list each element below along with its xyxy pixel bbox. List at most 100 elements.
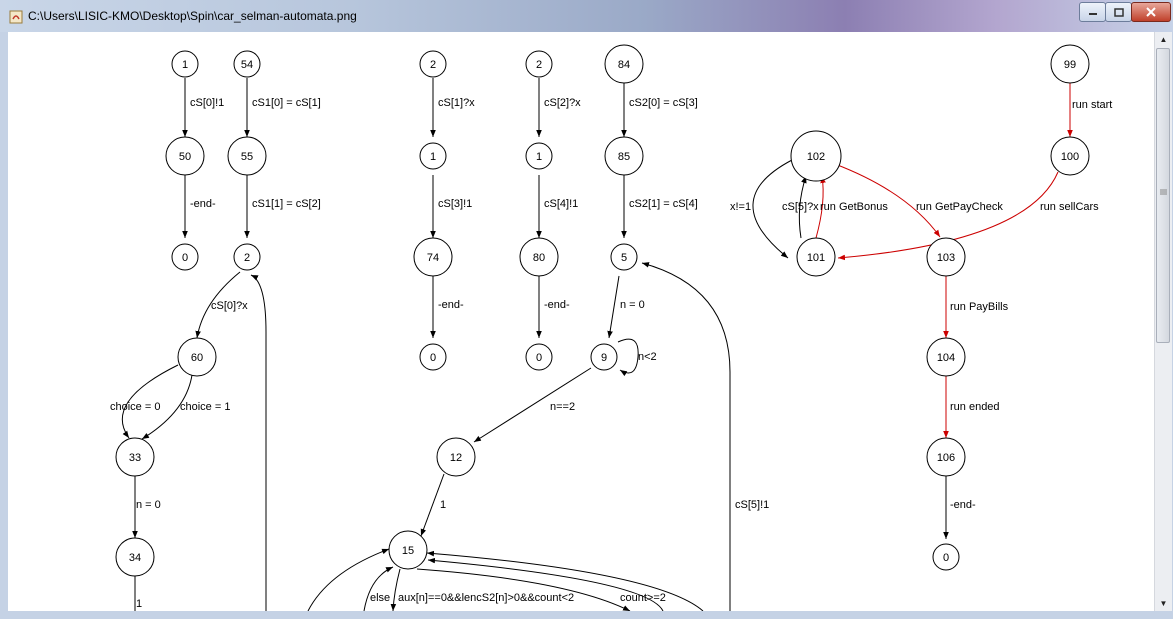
state-circle	[790, 130, 842, 182]
state-circle	[171, 50, 199, 78]
edge-label: n = 0	[136, 499, 161, 511]
state-label: 33	[129, 452, 141, 464]
state-circle	[115, 437, 155, 477]
state-label: 0	[536, 352, 542, 364]
state-node-34: 34	[115, 537, 155, 577]
edge-label: else	[370, 592, 390, 604]
state-node-103: 103	[926, 237, 966, 277]
scroll-down-arrow-icon[interactable]: ▼	[1159, 599, 1168, 608]
state-label: 74	[427, 252, 439, 264]
edge-label: -end-	[190, 198, 216, 210]
state-node-85: 85	[604, 136, 644, 176]
edge-101-102-black	[798, 175, 807, 239]
title-bar[interactable]: C:\Users\LISIC-KMO\Desktop\Spin\car_selm…	[0, 0, 1173, 32]
state-node-2: 2	[419, 50, 447, 78]
state-node-100: 100	[1050, 136, 1090, 176]
state-label: 100	[1061, 151, 1079, 163]
edge-label: 1	[440, 499, 446, 511]
state-circle	[227, 136, 267, 176]
state-node-1: 1	[171, 50, 199, 78]
edge-label: run ended	[950, 401, 1000, 413]
state-label: 15	[402, 545, 414, 557]
scroll-up-arrow-icon[interactable]: ▲	[1159, 35, 1168, 44]
edge-label: cS[0]!1	[190, 97, 224, 109]
state-label: 102	[807, 151, 825, 163]
vertical-scrollbar[interactable]: ▲ ▼	[1154, 32, 1172, 611]
edge-102-101-xne1	[752, 159, 793, 259]
state-label: 104	[937, 352, 955, 364]
edge-label: run GetBonus	[820, 201, 888, 213]
state-label: 2	[536, 59, 542, 71]
window-frame-right	[1171, 32, 1173, 611]
minimize-icon	[1088, 13, 1097, 15]
state-circle	[1050, 136, 1090, 176]
state-label: 85	[618, 151, 630, 163]
state-circle	[436, 437, 476, 477]
minimize-button[interactable]	[1079, 2, 1106, 22]
edge-60-33-choice0	[121, 364, 179, 439]
state-circle	[519, 237, 559, 277]
state-node-33: 33	[115, 437, 155, 477]
edge-12-15	[420, 473, 445, 537]
edge-label: cS1[0] = cS[1]	[252, 97, 321, 109]
state-circle	[590, 343, 618, 371]
state-circle	[171, 243, 199, 271]
state-label: 1	[536, 151, 542, 163]
state-node-99: 99	[1050, 44, 1090, 84]
state-node-15: 15	[388, 530, 428, 570]
edge-9-12	[473, 367, 592, 443]
state-circle	[525, 50, 553, 78]
state-label: 60	[191, 352, 203, 364]
edge-label: choice = 1	[180, 401, 230, 413]
edge-60-33-choice1	[141, 374, 193, 440]
state-circle	[419, 50, 447, 78]
close-button[interactable]	[1131, 2, 1171, 22]
state-label: 1	[430, 151, 436, 163]
state-node-104: 104	[926, 337, 966, 377]
edge-label: -end-	[544, 299, 570, 311]
edge-label: count>=2	[620, 592, 666, 604]
edge-out-15-b	[363, 566, 394, 612]
state-node-0: 0	[171, 243, 199, 271]
state-label: 101	[807, 252, 825, 264]
state-node-101: 101	[796, 237, 836, 277]
edge-102-103	[834, 163, 941, 238]
window-title: C:\Users\LISIC-KMO\Desktop\Spin\car_selm…	[28, 9, 357, 23]
state-circle	[165, 136, 205, 176]
edge-label: cS1[1] = cS[2]	[252, 198, 321, 210]
state-node-0: 0	[932, 543, 960, 571]
state-label: 0	[943, 552, 949, 564]
state-label: 2	[244, 252, 250, 264]
state-label: 54	[241, 59, 253, 71]
state-node-80: 80	[519, 237, 559, 277]
scroll-thumb[interactable]	[1156, 48, 1170, 343]
edge-label: cS[5]!1	[735, 499, 769, 511]
state-circle	[1050, 44, 1090, 84]
state-circle	[233, 243, 261, 271]
state-circle	[610, 243, 638, 271]
maximize-button[interactable]	[1105, 2, 1132, 22]
edge-9-self	[617, 338, 639, 377]
edge-labels: cS[0]!1 cS1[0] = cS[1] -end-cS1[1] = cS[2]…	[110, 97, 1112, 610]
state-label: 1	[182, 59, 188, 71]
edge-label: n==2	[550, 401, 575, 413]
state-label: 103	[937, 252, 955, 264]
grip-icon	[1160, 189, 1167, 195]
state-node-1: 1	[525, 142, 553, 170]
edge-5-9	[607, 275, 620, 339]
edge-label: n = 0	[620, 299, 645, 311]
edge-label: cS[4]!1	[544, 198, 578, 210]
edge-15-else	[390, 568, 401, 612]
edge-loop-to-2	[250, 274, 267, 611]
state-label: 34	[129, 552, 141, 564]
state-circle	[115, 537, 155, 577]
maximize-icon	[1113, 7, 1124, 17]
edges	[121, 78, 1073, 612]
state-node-84: 84	[604, 44, 644, 84]
state-node-2: 2	[233, 243, 261, 271]
state-circle	[177, 337, 217, 377]
state-circle	[233, 50, 261, 78]
